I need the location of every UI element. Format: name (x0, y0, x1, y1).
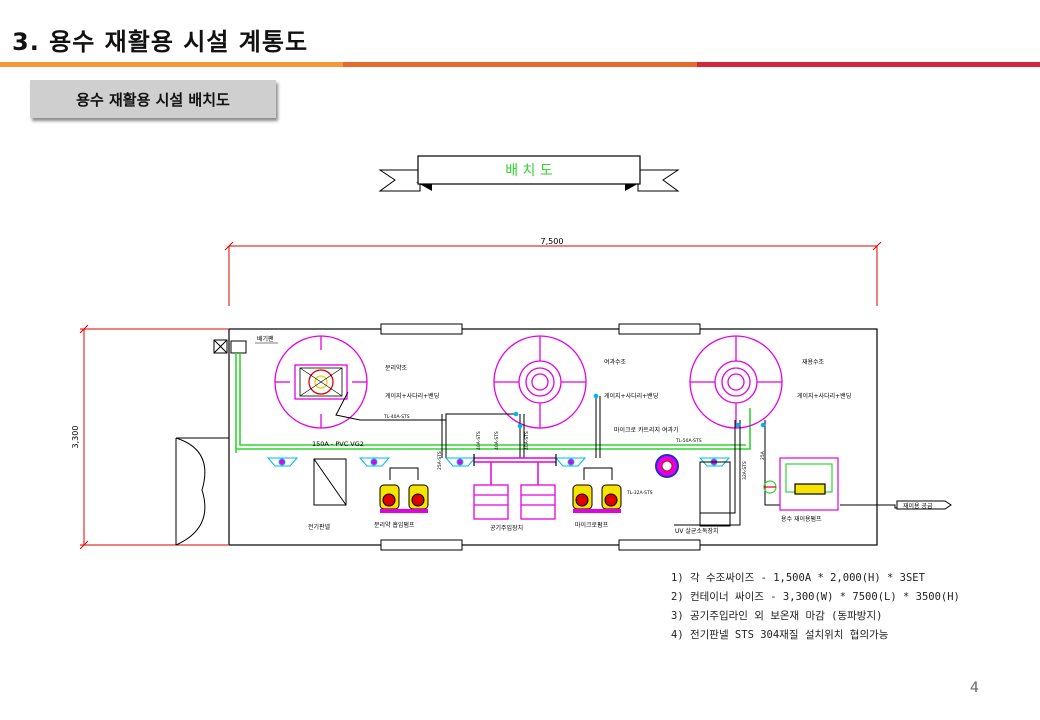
separation-pumps (379, 467, 429, 513)
maint-2-label: 게이지+사다리+밴딩 (604, 392, 658, 400)
separation-pump-label: 분리약 흡입펌프 (374, 521, 415, 529)
exhaust-fan-label: 배기팬 (257, 335, 274, 343)
diffusers (266, 457, 731, 467)
vertical-6-label: 25A (760, 450, 766, 460)
reuse-pump-label: 용수 재이용펌프 (781, 515, 822, 523)
drawing-banner: 배 치 도 (378, 155, 680, 192)
electric-panel-label: 전기판넬 (308, 523, 331, 531)
filter-tank-label: 여과수조 (604, 358, 627, 366)
uv-unit (699, 461, 731, 527)
air-pipe (235, 353, 751, 453)
reuse-supply-arrow (896, 500, 952, 510)
title-rule (0, 62, 1040, 67)
pipe-tl1-label: TL-40A-STS (383, 414, 410, 420)
cartridge-label: 마이크로 카트리지 여과기 (614, 426, 679, 434)
door (175, 437, 229, 546)
note-4: 4) 전기판넬 STS 304재질 설치위치 협의가능 (671, 629, 889, 641)
separation-tank-label: 분리약조 (385, 364, 408, 372)
page-title: 3. 용수 재활용 시설 계통도 (12, 28, 309, 56)
pipe-tl3-label: TL-50A-STS (675, 438, 702, 444)
page-number: 4 (970, 680, 979, 696)
exhaust-fan (213, 339, 247, 354)
header-flanges (473, 454, 557, 466)
air-header (474, 457, 556, 485)
micro-pump-label: 마이크로펌프 (575, 521, 609, 529)
banner-text: 배 치 도 (505, 163, 553, 179)
reuse-supply-label: 재이용 공급 (903, 502, 933, 510)
vertical-5-label: 32A-STS (742, 461, 748, 480)
reuse-tank-label: 재용수조 (802, 358, 825, 366)
vertical-2-label: 40A-STS (476, 431, 482, 450)
note-3: 3) 공기주입라인 외 보온재 마감 (동파방지) (671, 610, 883, 622)
width-dimension (224, 241, 882, 306)
width-dim-text: 7,500 (541, 237, 564, 246)
notes: 1) 각 수조싸이즈 - 1,500A * 2,000(H) * 3SET 2)… (671, 569, 960, 645)
separation-tank (274, 335, 368, 429)
height-dimension (79, 324, 228, 550)
reuse-tank (689, 335, 783, 429)
valves (513, 393, 766, 429)
uv-label: UV 살균소독장치 (675, 527, 719, 535)
electric-panel (313, 458, 347, 506)
vertical-1-label: 25A-STS (437, 451, 443, 470)
windows (380, 323, 701, 551)
micro-pumps (572, 467, 622, 513)
container-outline (228, 328, 878, 546)
height-dim-text: 3,300 (71, 426, 80, 449)
air-supply-label: 공기주입장치 (490, 524, 523, 532)
cartridge-filter (655, 454, 679, 478)
maint-1-label: 게이지+사다리+밴딩 (385, 392, 439, 400)
pipe-main-label: 150A - PVC VG2 (312, 440, 364, 448)
reuse-pump-skid (763, 457, 839, 511)
air-blowers (473, 484, 556, 520)
note-1: 1) 각 수조싸이즈 - 1,500A * 2,000(H) * 3SET (671, 572, 925, 584)
process-piping (335, 391, 905, 526)
section-tab[interactable]: 용수 재활용 시설 배치도 (30, 80, 276, 118)
vertical-4-label: 40A-STS (524, 431, 530, 450)
note-2: 2) 컨테이너 싸이즈 - 3,300(W) * 7500(L) * 3500(… (671, 591, 960, 603)
maint-3-label: 게이지+사다리+밴딩 (797, 392, 851, 400)
pipe-tl2-label: TL-32A-STS (626, 490, 653, 496)
filter-tank (493, 335, 587, 429)
vertical-3-label: 40A-STS (494, 431, 500, 450)
